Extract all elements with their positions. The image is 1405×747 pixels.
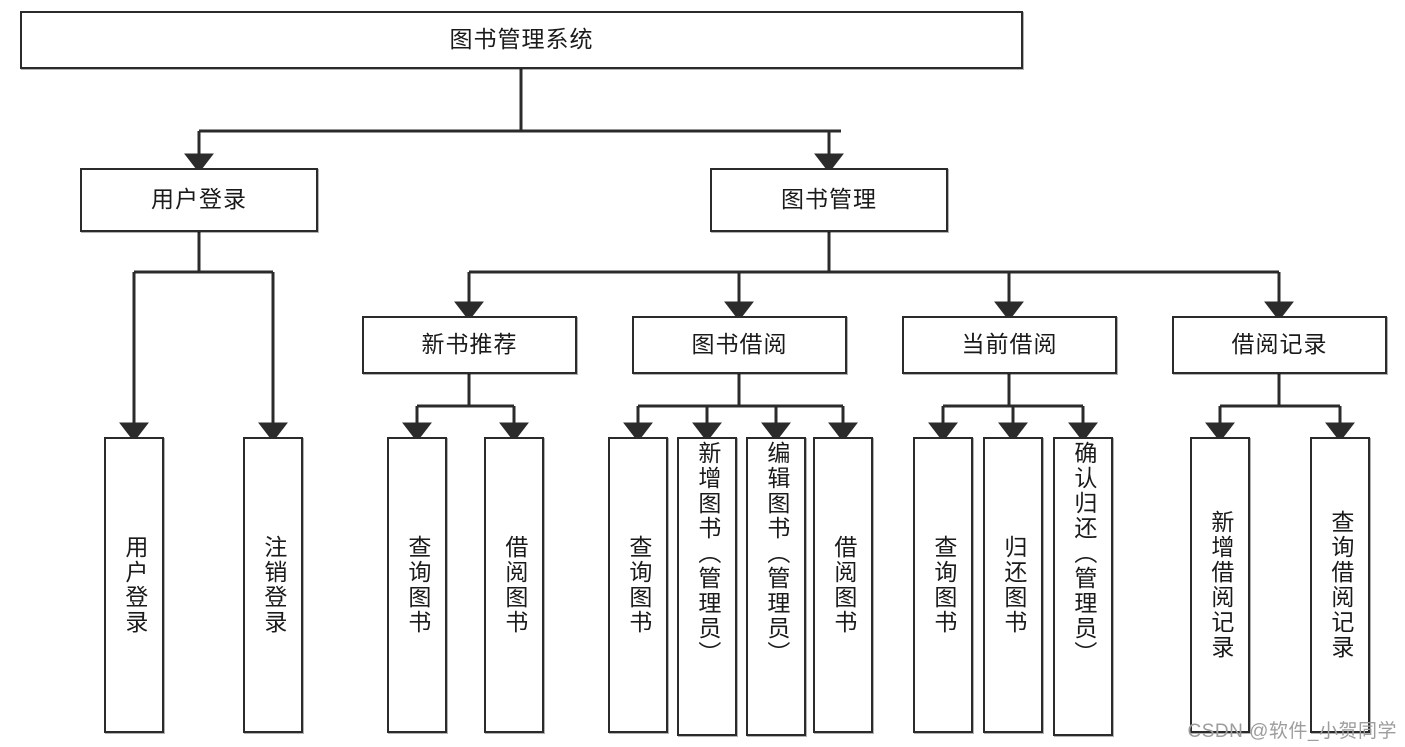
node-leaf-logout[interactable]: 注销登录 xyxy=(243,437,303,733)
node-leaf-return-book[interactable]: 归还图书 xyxy=(983,437,1043,733)
node-leaf-edit-book[interactable]: 编辑图书（管理员） xyxy=(746,437,806,736)
node-leaf-add-book[interactable]: 新增图书（管理员） xyxy=(677,437,737,736)
node-leaf-borrow-book-1[interactable]: 借阅图书 xyxy=(484,437,544,733)
node-book-borrow[interactable]: 图书借阅 xyxy=(632,316,847,374)
node-leaf-query-book-2[interactable]: 查询图书 xyxy=(608,437,668,733)
node-current-borrow[interactable]: 当前借阅 xyxy=(902,316,1117,374)
node-root[interactable]: 图书管理系统 xyxy=(20,11,1023,69)
node-book-manage[interactable]: 图书管理 xyxy=(710,168,948,232)
node-new-book-recommend[interactable]: 新书推荐 xyxy=(362,316,577,374)
node-leaf-query-book-3[interactable]: 查询图书 xyxy=(913,437,973,733)
node-leaf-add-record[interactable]: 新增借阅记录 xyxy=(1190,437,1250,733)
node-borrow-record[interactable]: 借阅记录 xyxy=(1172,316,1387,374)
node-leaf-user-login[interactable]: 用户登录 xyxy=(104,437,164,733)
node-leaf-confirm-return[interactable]: 确认归还（管理员） xyxy=(1053,437,1113,736)
csdn-watermark: CSDN @软件_小贺同学 xyxy=(1187,721,1397,742)
node-user-login[interactable]: 用户登录 xyxy=(80,168,318,232)
node-leaf-query-record[interactable]: 查询借阅记录 xyxy=(1310,437,1370,733)
node-leaf-query-book-1[interactable]: 查询图书 xyxy=(387,437,447,733)
node-leaf-borrow-book-2[interactable]: 借阅图书 xyxy=(813,437,873,733)
